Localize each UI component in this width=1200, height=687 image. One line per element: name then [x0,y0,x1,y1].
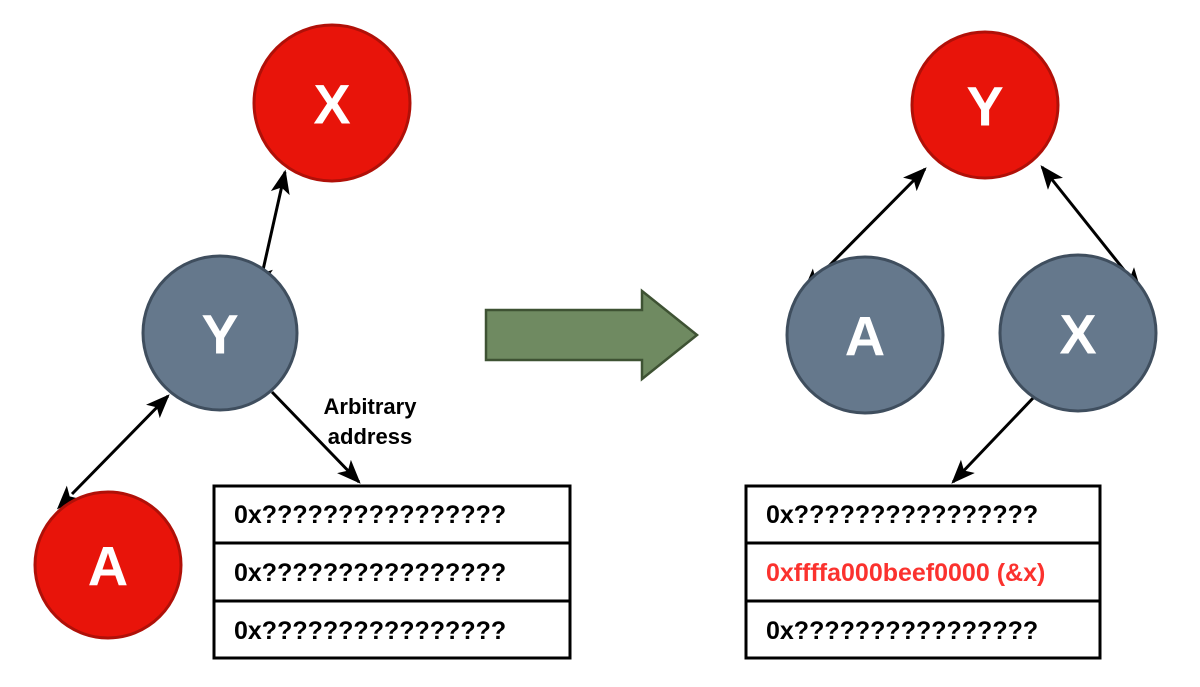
memory-row-before-0: 0x???????????????? [234,501,506,529]
memory-row-after-0: 0x???????????????? [766,501,1038,529]
memory-row-after-1: 0xffffa000beef0000 (&x) [766,559,1045,587]
memory-table-before-outline [212,484,572,660]
node-circle-a-after[interactable] [785,255,945,415]
memory-row-before-1: 0x???????????????? [234,559,506,587]
caption-line-1: Arbitrary [324,394,418,419]
green-right-arrow-icon [484,288,700,382]
node-circle-y-before[interactable] [141,254,299,412]
node-label-x-after: X [1059,303,1096,366]
edge-x-to-y-after [1040,165,1142,292]
edge-x-to-memory-after [951,394,1037,484]
node-label-y-before: Y [201,303,238,366]
edge-a-to-y-after [802,167,927,293]
node-y-before[interactable]: Y [141,254,299,412]
before-tree-edges [56,169,361,510]
node-label-a-after: A [845,305,885,368]
node-x-after[interactable]: X [998,253,1158,413]
node-a-after[interactable]: A [785,255,945,415]
node-circle-y-after[interactable] [910,30,1060,180]
node-label-x-before: X [313,73,350,136]
node-label-a-before: A [88,535,128,598]
memory-table-after-outline [744,484,1102,660]
node-x-before[interactable]: X [252,23,412,183]
memory-row-before-2: 0x???????????????? [234,617,506,645]
memory-row-after-2: 0x???????????????? [766,617,1038,645]
memory-table-after: 0x???????????????? 0xffffa000beef0000 (&… [744,484,1102,660]
edge-y-to-x-before [254,169,290,292]
transform-arrow [484,288,700,382]
node-label-y-after: Y [966,75,1003,138]
arbitrary-address-caption: Arbitrary address [324,394,418,449]
after-tree-edges [802,165,1142,484]
node-circle-x-after[interactable] [998,253,1158,413]
memory-table-before: 0x???????????????? 0x???????????????? 0x… [212,484,572,660]
edge-y-to-memory-before [270,390,361,484]
node-a-before[interactable]: A [33,490,183,640]
node-circle-x-before[interactable] [252,23,412,183]
node-circle-a-before[interactable] [33,490,183,640]
caption-line-2: address [328,424,412,449]
node-y-after[interactable]: Y [910,30,1060,180]
edge-a-to-y-before [56,394,170,510]
